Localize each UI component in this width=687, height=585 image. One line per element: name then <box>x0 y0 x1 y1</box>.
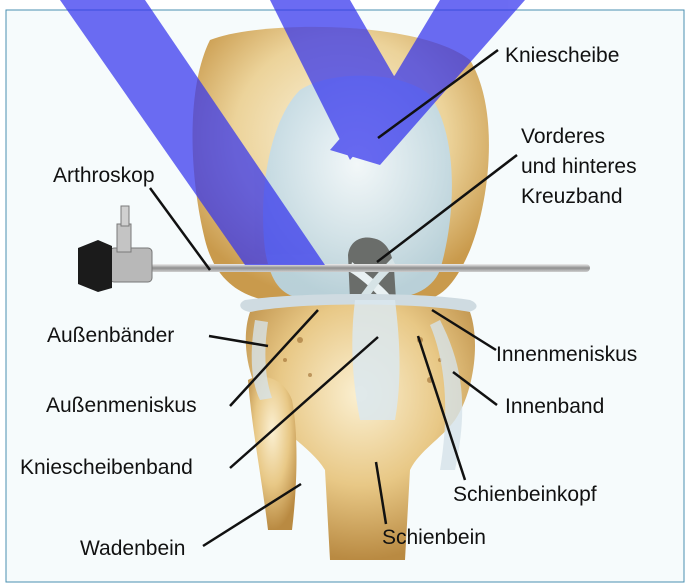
label-kreuzband-line2: und hinteres <box>521 155 637 178</box>
label-wadenbein: Wadenbein <box>80 537 185 560</box>
label-innenband: Innenband <box>505 395 604 418</box>
label-aussenbaender: Außenbänder <box>47 324 174 347</box>
arthroscope-port <box>121 206 129 226</box>
label-innenmeniskus: Innenmeniskus <box>496 343 637 366</box>
label-kniescheibe: Kniescheibe <box>505 44 619 67</box>
arthroscope-rod <box>150 264 590 272</box>
patellar-tendon <box>352 300 399 420</box>
arthroscope-eyepiece <box>78 240 112 292</box>
label-schienbein: Schienbein <box>382 526 486 549</box>
label-schienbeinkopf: Schienbeinkopf <box>453 483 597 506</box>
arthroscope-body <box>110 248 152 282</box>
label-kreuzband-line3: Kreuzband <box>521 185 623 208</box>
label-kniescheibenband: Kniescheibenband <box>20 456 193 479</box>
label-kreuzband-line1: Vorderes <box>521 125 605 148</box>
label-aussenmeniskus: Außenmeniskus <box>46 394 197 417</box>
arthroscope-valve <box>117 224 131 252</box>
label-arthroskop: Arthroskop <box>53 164 155 187</box>
